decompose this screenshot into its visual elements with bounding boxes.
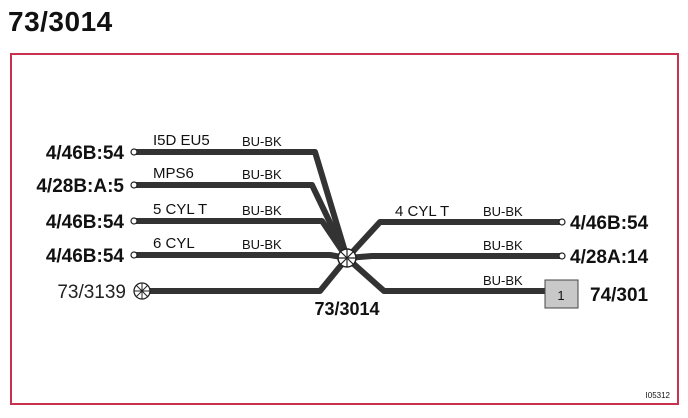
connector-label: 4/28B:A:5 <box>36 176 124 197</box>
color-code-label: BU-BK <box>242 203 282 218</box>
terminal-icon <box>130 251 138 259</box>
ground-splice-icon <box>133 282 151 300</box>
terminal-icon <box>558 252 566 260</box>
diagram-frame <box>10 53 679 405</box>
color-code-label: BU-BK <box>242 237 282 252</box>
component-box-label: 1 <box>557 288 564 303</box>
connector-label: 4/46B:54 <box>570 213 649 234</box>
page-title: 73/3014 <box>8 6 113 37</box>
terminal-icon <box>130 148 138 156</box>
color-code-label: BU-BK <box>242 134 282 149</box>
variant-label: MPS6 <box>153 165 194 182</box>
wire-left-4 <box>136 252 348 261</box>
variant-label: 5 CYL T <box>153 201 207 218</box>
color-code-label: BU-BK <box>483 238 523 253</box>
wire-left-5 <box>150 256 350 294</box>
connector-label: 4/46B:54 <box>46 246 125 267</box>
wire-right-3 <box>345 255 545 294</box>
connector-label: 74/301 <box>590 285 649 306</box>
variant-label: I5D EU5 <box>153 132 210 149</box>
color-code-label: BU-BK <box>483 204 523 219</box>
component-box <box>544 279 579 309</box>
terminal-icon <box>130 217 138 225</box>
splice-icon <box>337 248 357 268</box>
wire-right-1 <box>344 219 560 261</box>
connector-label: 4/28A:14 <box>570 247 649 268</box>
wire-left-2 <box>136 182 350 260</box>
wire-right-2 <box>346 253 560 261</box>
splice-label: 73/3014 <box>314 299 379 319</box>
color-code-label: BU-BK <box>483 273 523 288</box>
terminal-icon <box>130 181 138 189</box>
variant-label: 4 CYL T <box>395 203 449 220</box>
variant-label: 6 CYL <box>153 235 195 252</box>
wire-left-1 <box>136 149 350 259</box>
connector-label: 4/46B:54 <box>46 212 125 233</box>
wire-left-3 <box>136 218 350 260</box>
color-code-label: BU-BK <box>242 167 282 182</box>
connector-label: 73/3139 <box>57 282 126 303</box>
terminal-icon <box>558 218 566 226</box>
image-reference: I05312 <box>646 391 671 400</box>
connector-label: 4/46B:54 <box>46 143 125 164</box>
